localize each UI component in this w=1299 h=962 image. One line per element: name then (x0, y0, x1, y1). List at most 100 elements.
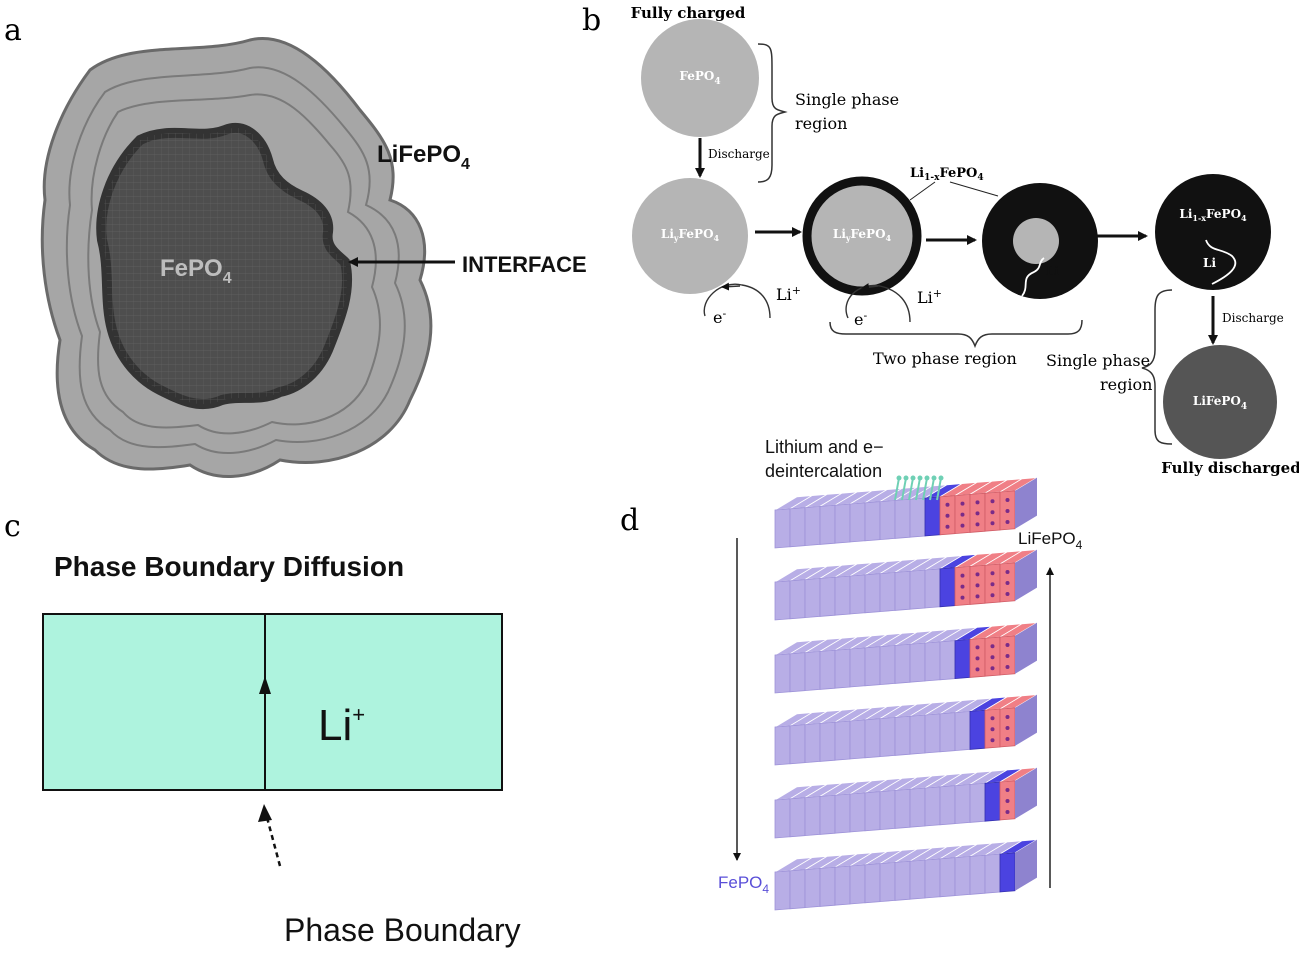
lithium-dot (960, 523, 965, 528)
lifepo4-particle (1163, 345, 1277, 459)
crystal-slab-front (864, 646, 881, 687)
crystal-end-face (1015, 549, 1037, 601)
panel-b-label: b (582, 3, 601, 38)
crystal-slab-front (954, 855, 971, 897)
ion-trail (922, 477, 928, 501)
lithium-dot (1005, 737, 1010, 741)
crystal-slab-front (789, 724, 806, 765)
crystal-slab-front (834, 865, 851, 906)
lithium-dot (1005, 592, 1010, 596)
li-small-1: Li (1046, 264, 1059, 278)
crystal-row (774, 622, 1038, 694)
crystal-slab-front (834, 503, 851, 544)
lithium-dot (1005, 570, 1010, 574)
crystal-end-face (1015, 694, 1037, 746)
crystal-slab-front (909, 859, 926, 900)
panel-d-label: d (620, 503, 639, 538)
lithium-dot (990, 521, 995, 526)
crystal-slab-front (849, 792, 866, 833)
lifepo4-shell-label: LiFePO4 (377, 141, 470, 173)
crystal-slab-front (804, 722, 821, 764)
two-phase-region-label: Two phase region (873, 349, 1017, 368)
lithium-dot (990, 666, 995, 671)
lithium-dot (1005, 520, 1010, 524)
crystal-slab-front (804, 867, 821, 909)
li-small-2: Li (1203, 256, 1216, 270)
lithium-dot (975, 522, 980, 527)
crystal-slab-front (924, 858, 941, 899)
single-phase-top-line1: Single phase (795, 90, 899, 109)
crystal-slab-front (879, 789, 896, 831)
crystal-slab-front (789, 652, 806, 693)
leader-line-1 (909, 181, 936, 201)
lithium-dot (975, 500, 980, 505)
panel-c: c Phase Boundary Diffusion Li+ Phase Bou… (4, 509, 521, 948)
lithium-dot (1005, 665, 1010, 669)
crystal-slab-front (774, 870, 791, 911)
crystal-slab-front (909, 642, 926, 683)
crystal-row (774, 839, 1038, 911)
ion-trail (908, 477, 914, 501)
phase-boundary-pointer-head (258, 804, 272, 822)
caption-line2: deintercalation (765, 461, 882, 481)
crystal-slab-front (894, 715, 911, 756)
lithium-dot (1005, 498, 1010, 502)
two-phase-core (1013, 218, 1059, 264)
discharge-label-bottom: Discharge (1222, 311, 1284, 325)
crystal-slab-front (894, 788, 911, 829)
crystal-end-face (1015, 477, 1037, 529)
crystal-slab-front (849, 502, 866, 543)
crystal-slab-front (789, 869, 806, 910)
crystal-slab-front (999, 852, 1016, 893)
ion-dot (910, 475, 916, 481)
lithium-dot (960, 595, 965, 600)
panel-d: d Lithium and e− deintercalation LiFePO4… (620, 437, 1083, 911)
crystal-slab-front (834, 648, 851, 689)
crystal-row (774, 549, 1038, 621)
crystal-slab-front (969, 854, 986, 895)
crystal-slab-front (894, 570, 911, 611)
ion-trail (894, 477, 900, 501)
li-insertion-path-1 (703, 283, 771, 319)
crystal-end-face (1015, 839, 1037, 891)
li1xfepo4-particle (1155, 174, 1271, 290)
crystal-end-face (1015, 767, 1037, 819)
fepo4-particle-label: FePO4 (679, 69, 720, 87)
lithium-dot (1005, 581, 1010, 585)
crystal-slab-front (909, 569, 926, 610)
crystal-slab-front (819, 721, 836, 762)
crystal-slab-front (864, 501, 881, 542)
single-phase-top-line2: region (795, 114, 847, 133)
lithium-dot (990, 571, 995, 576)
crystal-slab-front (774, 508, 791, 549)
crystal-slab-front (804, 795, 821, 837)
lithium-dot (960, 573, 965, 578)
li-plus-1: Li+ (776, 284, 801, 304)
lithium-dot (1005, 810, 1010, 814)
crystal-slab-front (939, 785, 956, 826)
lithium-dot (1005, 799, 1010, 803)
lithium-dot (990, 716, 995, 721)
two-phase-brace (829, 319, 1083, 349)
crystal-slab-front (774, 798, 791, 839)
lithium-dot (990, 738, 995, 743)
li-plus-2: Li+ (917, 287, 942, 307)
lithium-dot (945, 513, 950, 518)
crystal-slab-front (954, 638, 971, 680)
lithium-dot (960, 501, 965, 506)
crystal-row (774, 477, 1038, 549)
crystal-slab-front (879, 861, 896, 903)
crystal-slab-front (879, 499, 896, 541)
fully-discharged-label: Fully discharged (1161, 459, 1299, 477)
crystal-slab-front (894, 498, 911, 539)
lithium-dot (945, 502, 950, 507)
boundary-motion-arrow (259, 676, 271, 694)
crystal-slab-front (819, 576, 836, 617)
lithium-dot (1005, 726, 1010, 730)
crystal-slab-front (939, 857, 956, 898)
ion-dot (903, 475, 909, 481)
lifepo4-particle-label: LiFePO4 (1193, 394, 1247, 412)
ion-dot (917, 475, 923, 481)
diffusion-box (42, 613, 503, 791)
lithium-dot (1005, 509, 1010, 513)
